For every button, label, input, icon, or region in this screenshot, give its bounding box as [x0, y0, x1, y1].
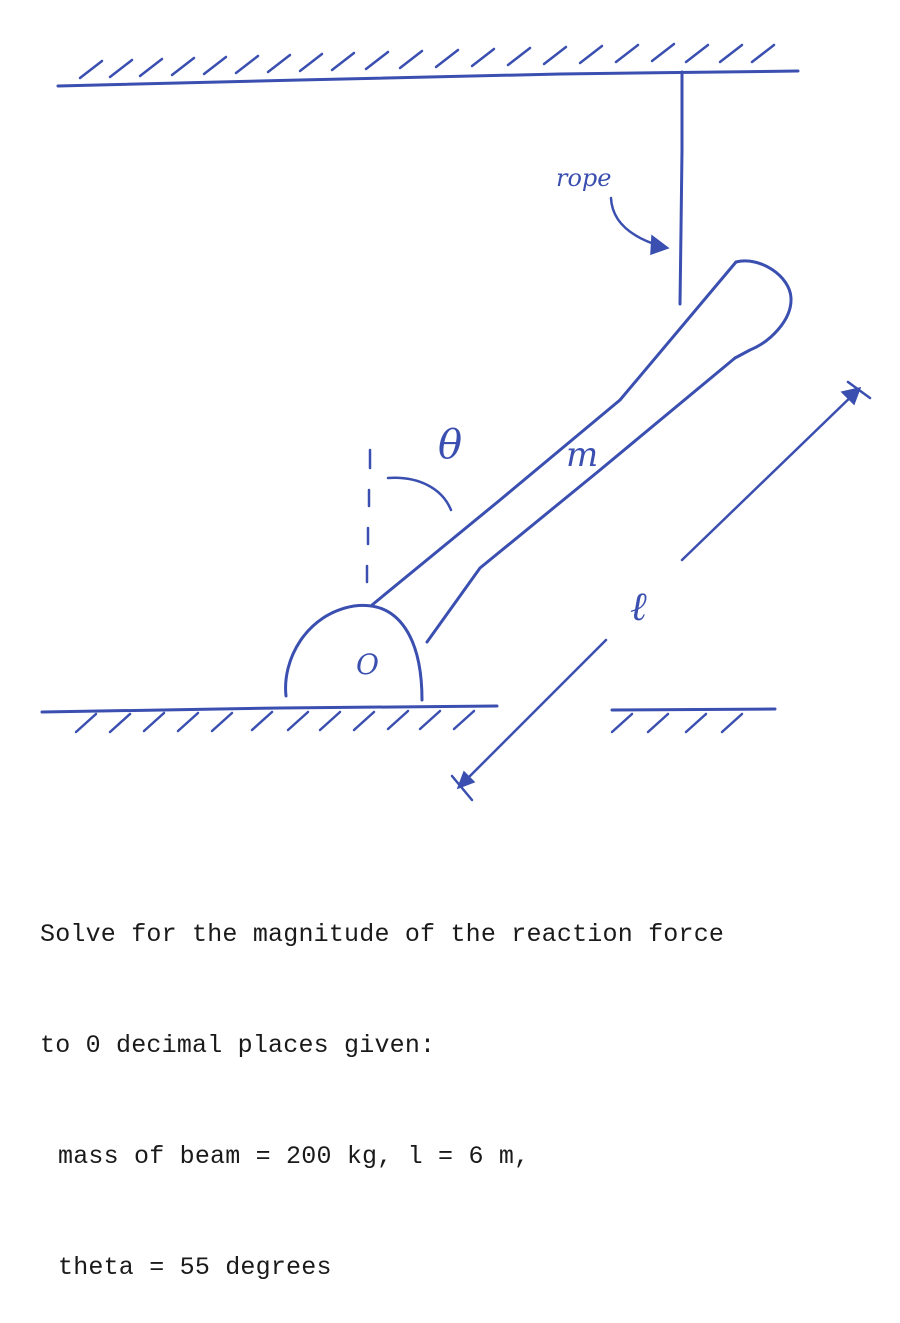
beam-top-edge [370, 260, 738, 607]
problem-line-4: theta = 55 degrees [58, 1253, 332, 1282]
length-dimension: ℓ [450, 380, 872, 802]
length-dimension-lower [460, 638, 608, 786]
rope-label: rope [556, 164, 612, 192]
pin-support: O [284, 603, 424, 702]
ground-right [610, 707, 777, 734]
length-arrowhead-top [840, 386, 862, 406]
length-label: ℓ [630, 584, 647, 630]
beam-diagram: rope m θ O [40, 42, 872, 802]
pin-label: O [356, 648, 379, 681]
ceiling [56, 42, 800, 88]
length-dimension-upper [680, 388, 860, 562]
beam [370, 259, 793, 644]
theta-arc [386, 476, 453, 512]
theta-label: θ [438, 422, 462, 468]
problem-line-1: Solve for the magnitude of the reaction … [40, 920, 725, 949]
problem-line-2: to 0 decimal places given: [40, 1031, 436, 1060]
length-arrowhead-bottom [456, 770, 476, 790]
rope-line [678, 70, 684, 306]
vertical-reference-dashed [365, 448, 372, 584]
ceiling-hatching [78, 42, 776, 80]
rope-pointer-arrowhead [650, 234, 670, 256]
problem-statement: Solve for the magnitude of the reaction … [40, 842, 880, 1323]
beam-bottom-edge [425, 356, 737, 644]
mass-label: m [566, 435, 598, 475]
beam-end-cap [733, 259, 793, 360]
problem-line-3: mass of beam = 200 kg, l = 6 m, [58, 1142, 530, 1171]
ground-left [40, 704, 499, 734]
